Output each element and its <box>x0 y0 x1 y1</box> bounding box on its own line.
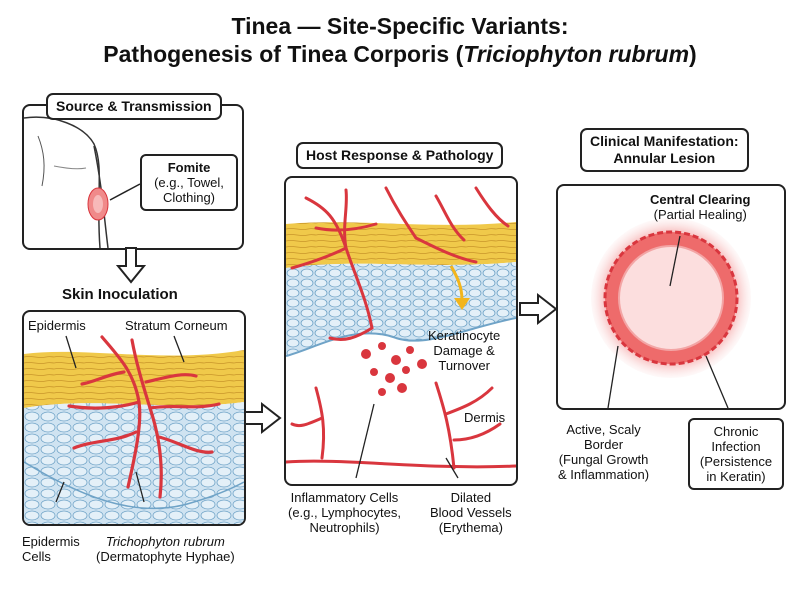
page-title: Tinea — Site-Specific Variants: <box>231 13 569 39</box>
epidermis-cells-label: Epidermis Cells <box>22 534 80 564</box>
dilated-vessels <box>286 381 516 470</box>
right-arrow-icon-2 <box>519 292 558 326</box>
host-response-header: Host Response & Pathology <box>296 142 504 169</box>
right-arrow-icon-1 <box>244 401 282 435</box>
central-clearing-label: Central Clearing (Partial Healing) <box>650 192 751 222</box>
page-subtitle: Pathogenesis of Tinea Corporis (Tricioph… <box>103 41 697 67</box>
epidermis-label: Epidermis <box>28 318 86 333</box>
dermis-label: Dermis <box>464 410 506 425</box>
keratinocyte-damage-label: Keratinocyte Damage & Turnover <box>428 328 501 373</box>
central-clearing <box>618 245 724 351</box>
inflammatory-cells <box>361 342 427 396</box>
fomite-example-2: Clothing) <box>162 190 216 205</box>
inflammatory-cells-label: Inflammatory Cells (e.g., Lymphocytes, N… <box>288 490 401 535</box>
hyphae-label: Trichophyton rubrum (Dermatophyte Hyphae… <box>96 534 235 564</box>
host-response-panel <box>284 176 518 486</box>
source-header: Source & Transmission <box>46 93 222 120</box>
skin-cross-section <box>24 335 244 524</box>
pathology-section <box>286 186 516 479</box>
active-border-label: Active, Scaly Border (Fungal Growth & In… <box>558 422 650 482</box>
hyphae-network <box>67 335 221 499</box>
inoculation-panel <box>22 310 246 526</box>
fomite-example-1: (e.g., Towel, <box>154 175 224 190</box>
damage-arrow-icon <box>449 265 464 301</box>
down-arrow-icon <box>115 247 147 284</box>
stratum-corneum-label: Stratum Corneum <box>125 318 228 333</box>
annular-lesion <box>591 218 751 408</box>
pathogen-name: Triciophyton rubrum <box>463 41 690 67</box>
clinical-header: Clinical Manifestation: Annular Lesion <box>580 128 749 172</box>
inoculation-header: Skin Inoculation <box>62 286 178 303</box>
chronic-infection-box: Chronic Infection (Persistence in Kerati… <box>688 418 784 490</box>
invasive-hyphae <box>290 186 510 342</box>
lesion-panel <box>556 184 786 410</box>
blood-vessels-label: Dilated Blood Vessels (Erythema) <box>430 490 512 535</box>
fomite-title: Fomite <box>167 160 211 175</box>
fomite-box: Fomite (e.g., Towel, Clothing) <box>140 154 238 211</box>
